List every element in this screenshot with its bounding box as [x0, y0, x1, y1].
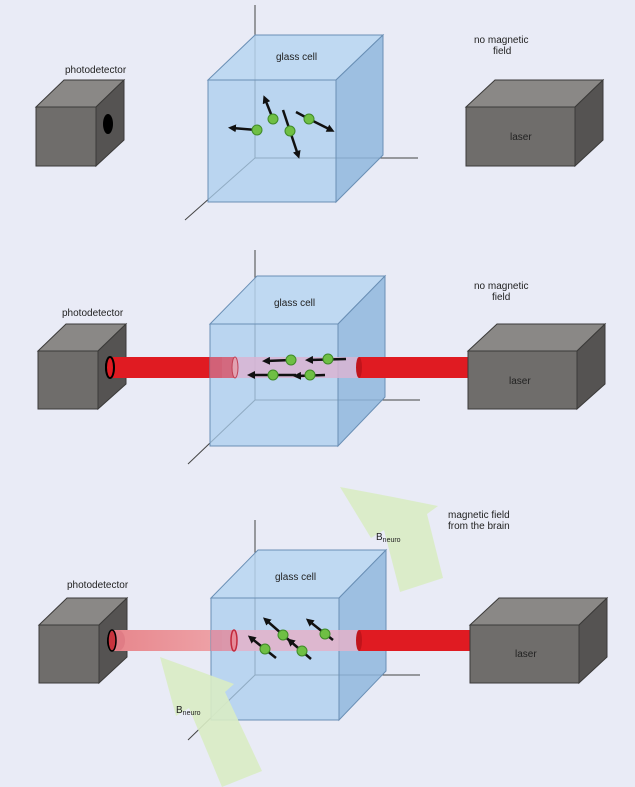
magnetic-field-arrow-upper	[340, 487, 443, 592]
atoms	[246, 353, 347, 381]
field-label-line1: no magnetic	[474, 35, 528, 46]
cell-label: glass cell	[276, 52, 317, 63]
field-label-line2: field	[492, 292, 510, 303]
panel-2: photodetector glass cell	[36, 250, 607, 465]
laser-label: laser	[515, 649, 537, 660]
photodetector-label: photodetector	[67, 580, 129, 591]
cell-label: glass cell	[274, 298, 315, 309]
laser-beam-right	[356, 630, 471, 651]
laser-box	[466, 322, 607, 411]
photodetector-label: photodetector	[62, 308, 124, 319]
atoms	[247, 617, 334, 660]
laser-box	[464, 78, 605, 168]
photodetector-label: photodetector	[65, 65, 127, 76]
panel-3: Bneuro photodetector glass cell	[37, 487, 609, 787]
photodetector-box	[36, 322, 128, 411]
cell-label: glass cell	[275, 572, 316, 583]
field-label-line1: magnetic field	[448, 510, 510, 521]
field-label-line1: no magnetic	[474, 281, 528, 292]
field-label-line2: field	[493, 46, 511, 57]
laser-beam-left	[105, 356, 222, 379]
magnetic-field-arrow-lower	[160, 657, 262, 787]
laser-label: laser	[510, 132, 532, 143]
laser-beam-left-faded	[107, 629, 222, 652]
laser-box	[468, 596, 609, 685]
b-neuro-label-lower: Bneuro	[176, 705, 201, 717]
panel-1: glass cell photodetector	[34, 5, 605, 221]
atoms	[228, 95, 335, 159]
laser-beam-right	[356, 357, 469, 378]
b-neuro-label-upper: Bneuro	[376, 532, 401, 544]
field-label-line2: from the brain	[448, 521, 510, 532]
laser-label: laser	[509, 376, 531, 387]
photodetector-box	[34, 78, 126, 168]
glass-cell	[206, 33, 385, 204]
